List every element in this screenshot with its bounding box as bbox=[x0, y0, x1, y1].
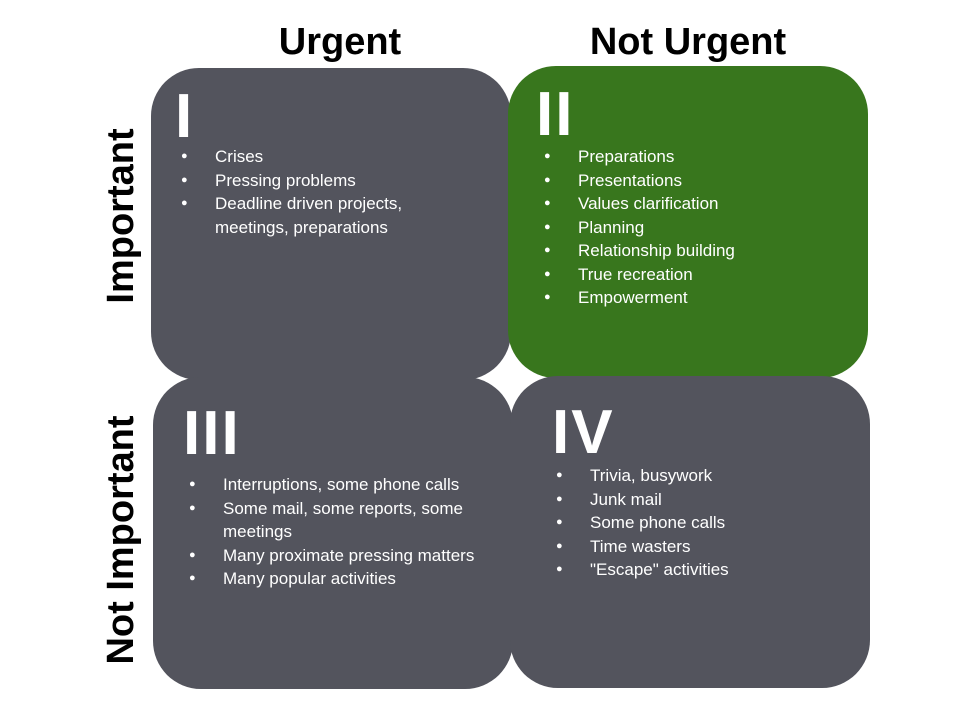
quadrant-item: "Escape" activities bbox=[556, 558, 856, 582]
quadrant-2-not-urgent-important: II Preparations Presentations Values cla… bbox=[508, 66, 868, 378]
column-header-not-urgent: Not Urgent bbox=[589, 21, 787, 63]
quadrant-item: Crises bbox=[181, 145, 431, 169]
quadrant-item: Deadline driven projects, meetings, prep… bbox=[181, 192, 431, 239]
quadrant-item: Trivia, busywork bbox=[556, 464, 856, 488]
column-header-urgent: Urgent bbox=[278, 21, 402, 63]
quadrant-item: Relationship building bbox=[544, 239, 844, 263]
quadrant-item: Interruptions, some phone calls bbox=[189, 473, 499, 497]
row-header-important: Important bbox=[100, 128, 142, 304]
quadrant-numeral: I bbox=[175, 82, 195, 151]
quadrant-item: Pressing problems bbox=[181, 169, 431, 193]
quadrant-1-urgent-important: I Crises Pressing problems Deadline driv… bbox=[151, 68, 511, 380]
quadrant-item: True recreation bbox=[544, 263, 844, 287]
row-header-not-important: Not Important bbox=[100, 415, 142, 665]
quadrant-item: Planning bbox=[544, 216, 844, 240]
quadrant-item-list: Interruptions, some phone calls Some mai… bbox=[189, 473, 499, 591]
quadrant-item: Preparations bbox=[544, 145, 844, 169]
quadrant-item: Empowerment bbox=[544, 286, 844, 310]
quadrant-item: Some phone calls bbox=[556, 511, 856, 535]
quadrant-item: Many proximate pressing matters bbox=[189, 544, 499, 568]
quadrant-item-list: Crises Pressing problems Deadline driven… bbox=[181, 145, 431, 239]
quadrant-numeral: III bbox=[183, 399, 241, 468]
quadrant-item-list: Preparations Presentations Values clarif… bbox=[544, 145, 844, 310]
quadrant-item: Junk mail bbox=[556, 488, 856, 512]
quadrant-numeral: IV bbox=[552, 398, 615, 467]
quadrant-4-not-urgent-not-important: IV Trivia, busywork Junk mail Some phone… bbox=[510, 376, 870, 688]
quadrant-item: Some mail, some reports, some meetings bbox=[189, 497, 499, 544]
quadrant-item-list: Trivia, busywork Junk mail Some phone ca… bbox=[556, 464, 856, 582]
quadrant-item: Values clarification bbox=[544, 192, 844, 216]
quadrant-item: Presentations bbox=[544, 169, 844, 193]
quadrant-numeral: II bbox=[536, 80, 575, 149]
quadrant-3-urgent-not-important: III Interruptions, some phone calls Some… bbox=[153, 377, 513, 689]
quadrant-item: Many popular activities bbox=[189, 567, 499, 591]
quadrant-item: Time wasters bbox=[556, 535, 856, 559]
